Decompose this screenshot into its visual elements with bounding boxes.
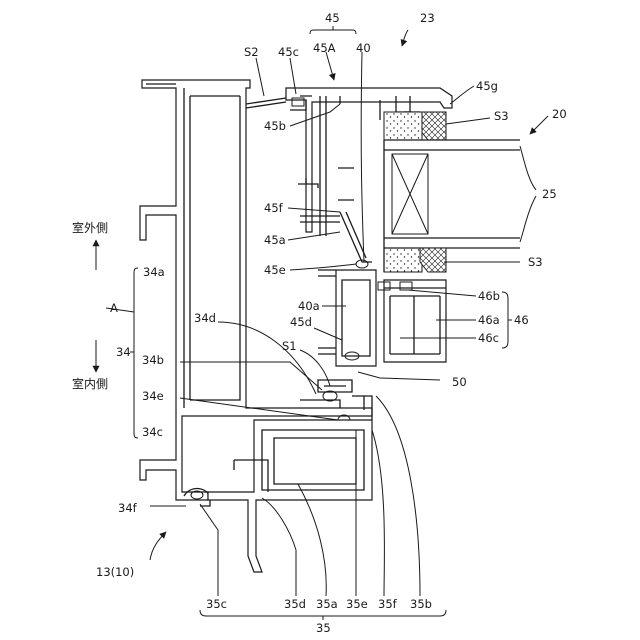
label-34e: 34e (142, 389, 164, 403)
inner-frame-40a (318, 260, 376, 366)
label-46b: 46b (478, 289, 500, 303)
label-34: 34 (116, 345, 131, 359)
label-45a: 45a (264, 233, 286, 247)
label-S2: S2 (244, 45, 259, 59)
label-outdoor-side: 室外側 (72, 220, 108, 235)
label-40: 40 (356, 41, 371, 55)
label-45c: 45c (278, 45, 299, 59)
label-34c: 34c (142, 425, 163, 439)
label-50: 50 (452, 375, 467, 389)
label-A: A (110, 301, 118, 315)
label-45b: 45b (264, 119, 286, 133)
label-45: 45 (325, 11, 340, 25)
joint-50 (300, 380, 364, 425)
glass-unit-25 (384, 112, 520, 272)
label-20: 20 (552, 107, 567, 121)
reference-labels: 23 45 45A 40 S2 45c 45g S3 20 45b 25 45f… (72, 11, 567, 635)
label-35d: 35d (284, 597, 306, 611)
label-46a: 46a (478, 313, 500, 327)
label-35c: 35c (206, 597, 227, 611)
label-40a: 40a (298, 299, 320, 313)
label-35: 35 (316, 621, 331, 635)
label-S3-bottom: S3 (528, 255, 543, 269)
label-34a: 34a (143, 265, 165, 279)
label-S1: S1 (282, 339, 297, 353)
label-35f: 35f (378, 597, 398, 611)
label-45f: 45f (264, 201, 284, 215)
label-34b: 34b (142, 353, 164, 367)
label-45A: 45A (313, 41, 336, 55)
label-45e: 45e (264, 263, 286, 277)
label-34d: 34d (194, 311, 216, 325)
label-34f: 34f (118, 501, 138, 515)
label-indoor-side: 室内側 (72, 376, 108, 391)
label-S3-top: S3 (494, 109, 509, 123)
label-23: 23 (420, 11, 435, 25)
label-25: 25 (542, 187, 557, 201)
label-45d: 45d (290, 315, 312, 329)
label-46c: 46c (478, 331, 499, 345)
label-35b: 35b (410, 597, 432, 611)
label-35a: 35a (316, 597, 338, 611)
label-13-10: 13(10) (96, 565, 134, 579)
lower-frame-35 (208, 396, 372, 572)
label-45g: 45g (476, 79, 498, 93)
label-35e: 35e (346, 597, 368, 611)
label-46: 46 (514, 313, 529, 327)
